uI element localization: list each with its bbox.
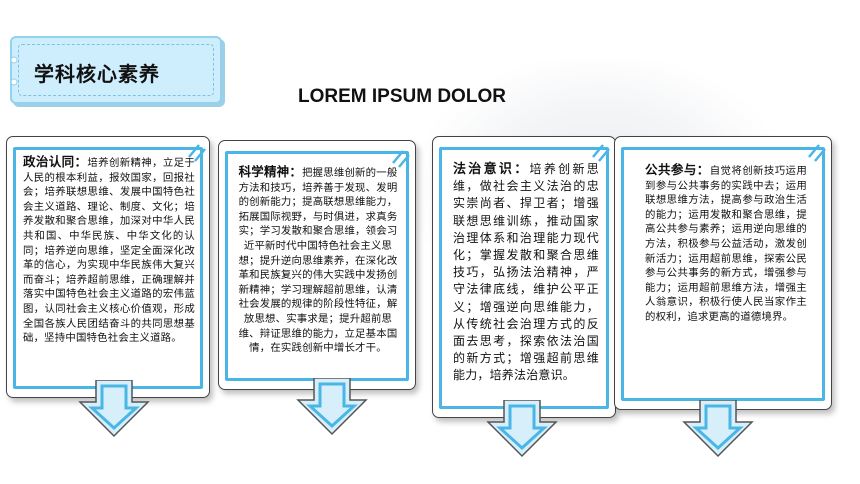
card-text: 法治意识：培养创新思维，做社会主义法治的忠实崇尚者、捍卫者；增强联想思维训练，推… bbox=[453, 161, 599, 385]
card-text: 公共参与：自觉将创新技巧运用到参与公共事务的实践中去；运用联想思维方法，提高参与… bbox=[645, 162, 807, 325]
corner-slash-icon bbox=[392, 150, 410, 168]
card-title: 科学精神： bbox=[238, 164, 303, 179]
card-public-participation: 公共参与：自觉将创新技巧运用到参与公共事务的实践中去；运用联想思维方法，提高参与… bbox=[614, 136, 832, 410]
card-rule-of-law: 法治意识：培养创新思维，做社会主义法治的忠实崇尚者、捍卫者；增强联想思维训练，推… bbox=[432, 136, 616, 418]
page-heading: LOREM IPSUM DOLOR bbox=[298, 86, 506, 107]
tab-dots-icon bbox=[10, 56, 18, 86]
card-title: 法治意识： bbox=[453, 162, 530, 177]
section-title: 学科核心素养 bbox=[34, 62, 160, 86]
card-body: 自觉将创新技巧运用到参与公共事务的实践中去；运用联想思维方法，提高参与政治生活的… bbox=[645, 165, 807, 323]
corner-slash-icon bbox=[188, 144, 206, 162]
card-title: 公共参与： bbox=[645, 162, 710, 177]
arrow-down-icon bbox=[486, 400, 558, 458]
card-scientific-spirit: 科学精神：把握思维创新的一般方法和技巧，培养善于发现、发明的创新能力；提高联想思… bbox=[218, 140, 416, 390]
corner-slash-icon bbox=[592, 144, 610, 162]
card-political-identity: 政治认同：培养创新精神，立足于人民的根本利益，报效国家，回报社会；培养联想思维、… bbox=[6, 136, 210, 398]
card-text: 政治认同：培养创新精神，立足于人民的根本利益，报效国家，回报社会；培养联想思维、… bbox=[23, 154, 195, 346]
card-title: 政治认同： bbox=[23, 154, 88, 169]
card-text: 科学精神：把握思维创新的一般方法和技巧，培养善于发现、发明的创新能力；提高联想思… bbox=[237, 164, 399, 356]
card-body: 把握思维创新的一般方法和技巧，培养善于发现、发明的创新能力；提高联想思维能力，拓… bbox=[238, 167, 398, 355]
arrow-down-icon bbox=[296, 378, 368, 436]
corner-slash-icon bbox=[808, 144, 826, 162]
arrow-down-icon bbox=[78, 380, 150, 438]
arrow-down-icon bbox=[682, 400, 754, 458]
card-body: 培养创新精神，立足于人民的根本利益，报效国家，回报社会；培养联想思维、发展中国特… bbox=[23, 157, 195, 345]
section-tab bbox=[10, 36, 222, 104]
card-body: 培养创新思维，做社会主义法治的忠实崇尚者、捍卫者；增强联想思维训练，推动国家治理… bbox=[453, 162, 599, 383]
